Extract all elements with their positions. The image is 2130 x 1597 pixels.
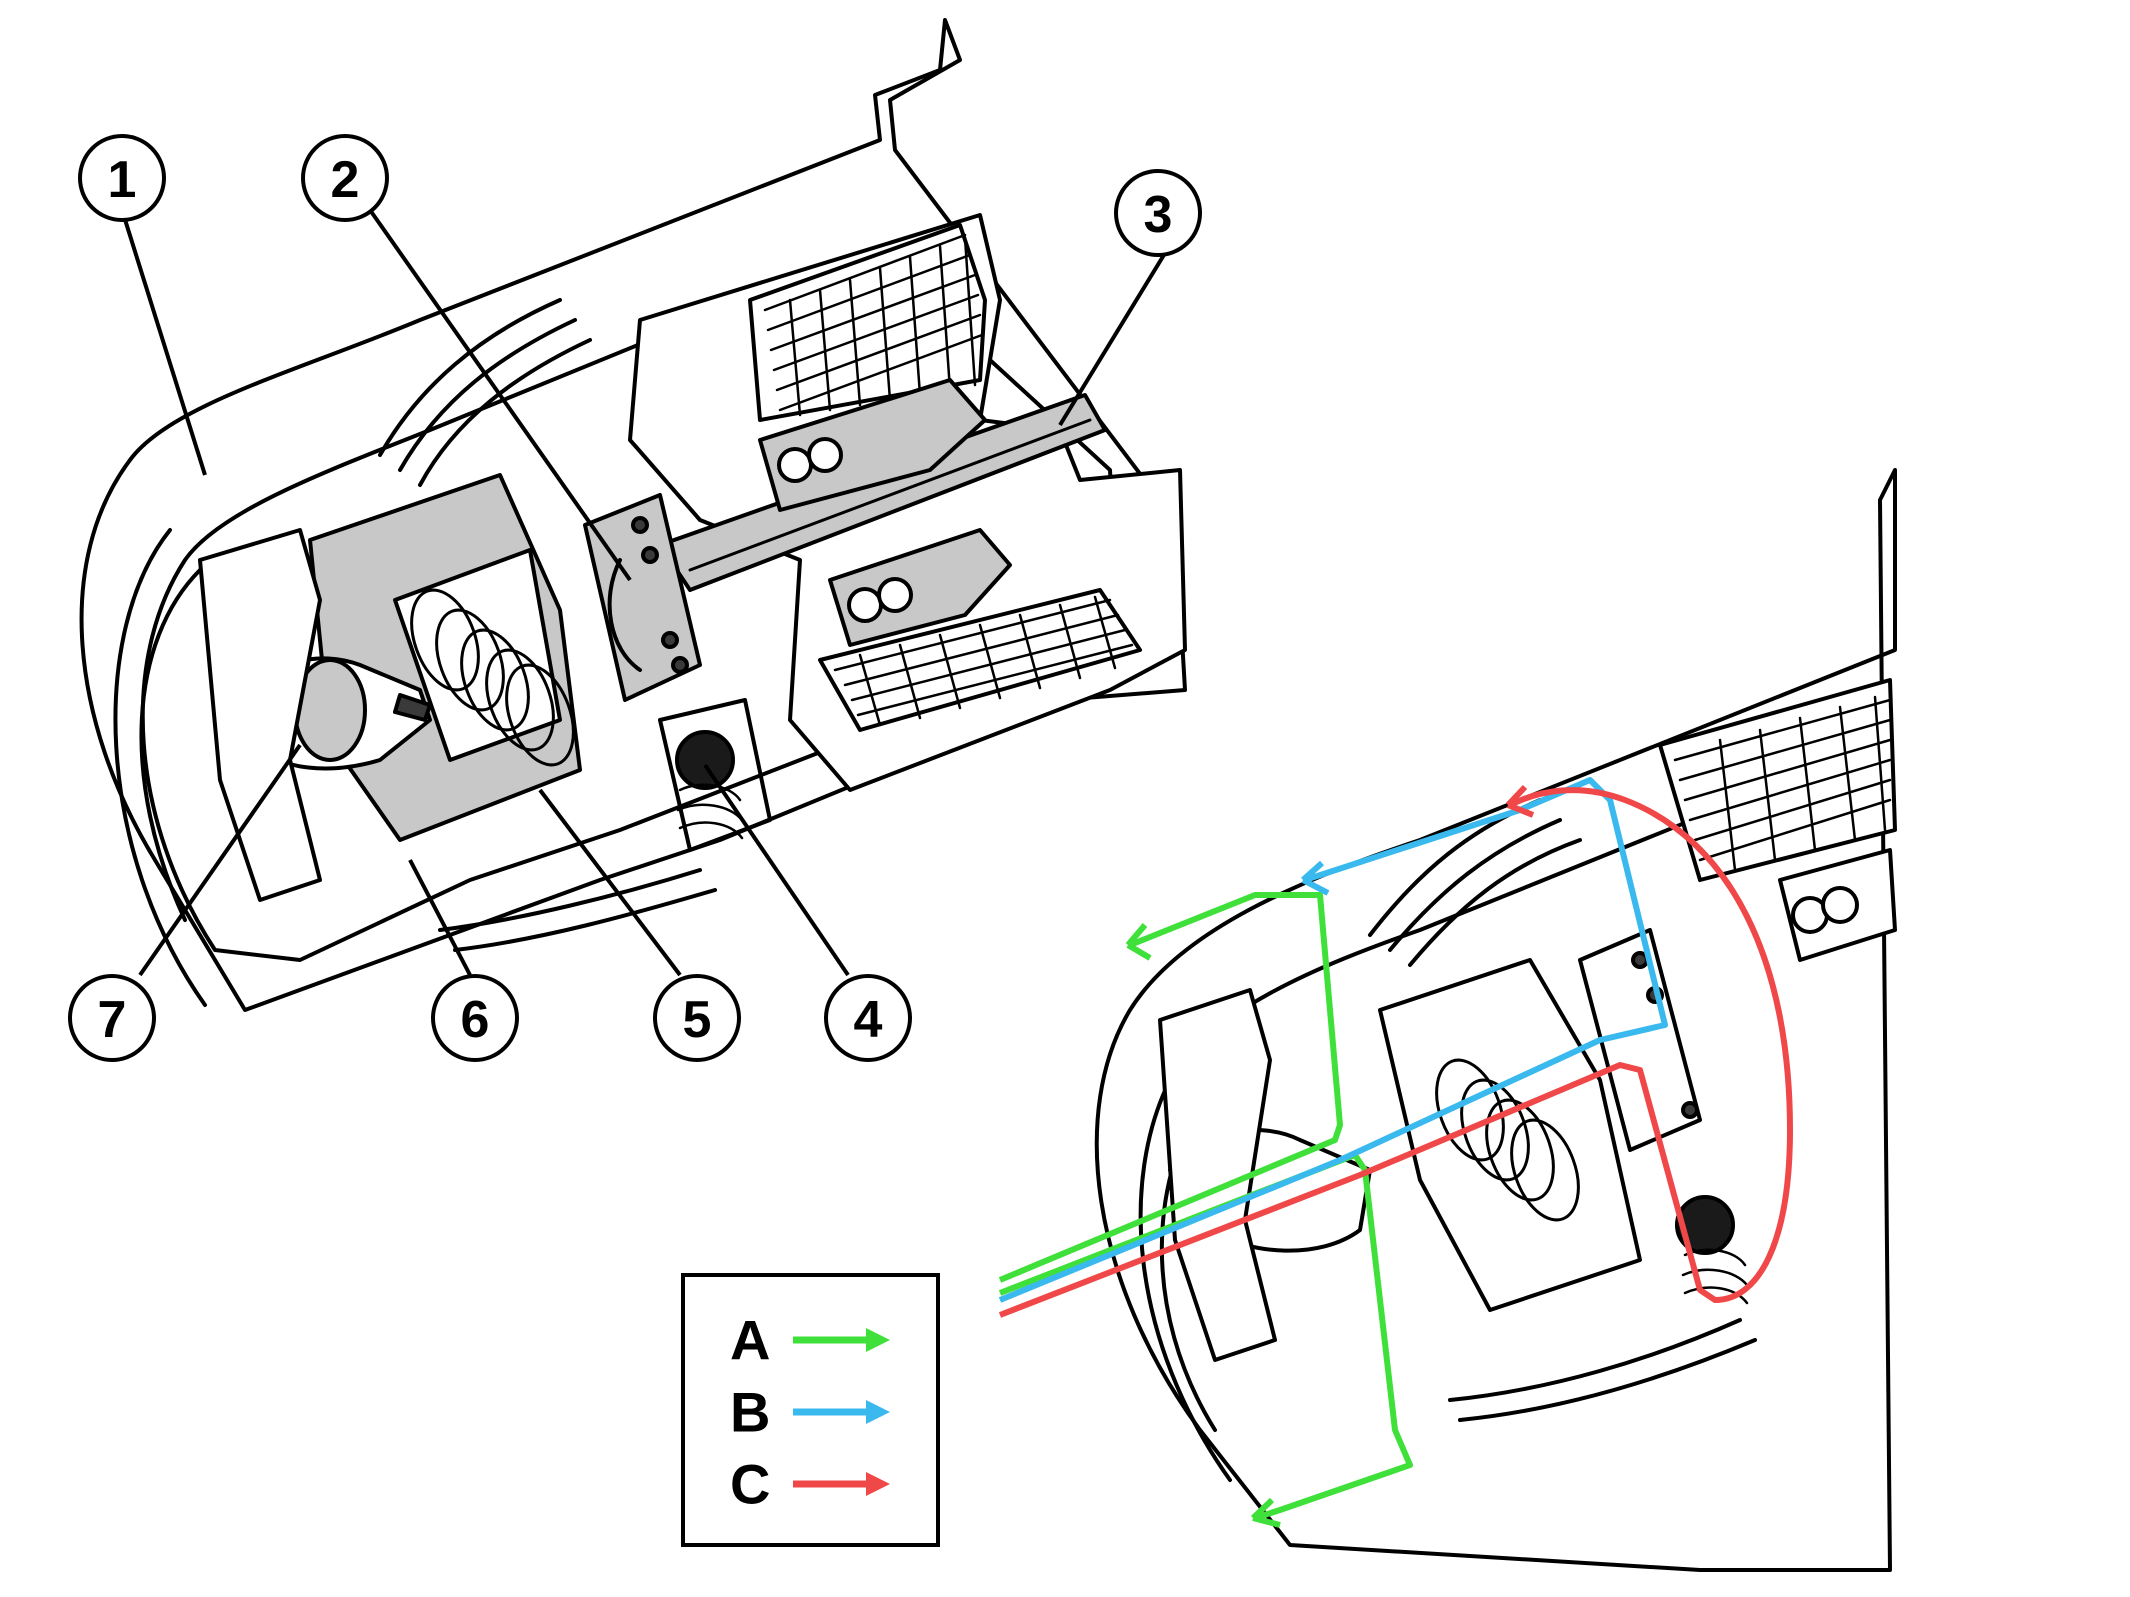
flow-disc	[1578, 928, 1702, 1152]
legend-arrow-head	[866, 1472, 890, 1496]
flow-spring	[1435, 1058, 1580, 1222]
callout-4: 4	[824, 974, 912, 1062]
callout-2: 2	[301, 134, 389, 222]
callout-circle	[68, 974, 156, 1062]
legend: ABC	[681, 1273, 940, 1547]
legend-item-c: C	[730, 1453, 890, 1516]
spring-main	[410, 588, 575, 767]
callout-circle	[301, 134, 389, 222]
housing-inner-wall	[140, 248, 1122, 962]
legend-item-b: B	[730, 1381, 890, 1444]
check-ball	[675, 730, 735, 790]
callout-number: 7	[98, 991, 127, 1049]
housing-rim-inner	[139, 568, 202, 922]
callout-5: 5	[653, 974, 741, 1062]
callout-circle	[78, 134, 166, 222]
callout-circle	[431, 974, 519, 1062]
callout-circle	[1114, 169, 1202, 257]
callout-number: 5	[683, 991, 712, 1049]
flow-end-cap	[1158, 988, 1277, 1362]
callout-number: 2	[331, 151, 360, 209]
callout-labels: 1 2 3 4 5 6 7	[68, 134, 1202, 1062]
flow-path-c	[998, 784, 1793, 1318]
thread-lower	[438, 868, 717, 952]
legend-arrow-head	[866, 1400, 890, 1424]
flow-valve-body	[1378, 958, 1642, 1312]
flow-path-b	[998, 777, 1668, 1303]
legend-key: C	[730, 1453, 770, 1516]
callout-leaders	[120, 208, 1172, 977]
thread-upper	[378, 298, 592, 487]
callout-circle	[653, 974, 741, 1062]
pole-piece-upper	[758, 378, 987, 512]
callout-7: 7	[68, 974, 156, 1062]
flow-check-ball	[1675, 1195, 1735, 1255]
end-cap	[198, 528, 322, 902]
callout-3: 3	[1114, 169, 1202, 257]
callout-6: 6	[431, 974, 519, 1062]
legend-arrow-head	[866, 1328, 890, 1352]
flow-threads-lower	[1448, 1318, 1757, 1422]
cutaway-view-flow	[1094, 468, 1897, 1572]
legend-item-a: A	[730, 1309, 890, 1372]
callout-number: 3	[1144, 186, 1173, 244]
legend-key: A	[730, 1309, 770, 1372]
callout-circle	[824, 974, 912, 1062]
coil-winding-upper	[748, 223, 987, 422]
coil-winding-lower	[818, 588, 1142, 732]
callout-number: 4	[854, 991, 883, 1049]
callout-number: 6	[461, 991, 490, 1049]
callout-1: 1	[78, 134, 166, 222]
legend-key: B	[730, 1381, 770, 1444]
cutaway-view-main	[79, 18, 1187, 1012]
callout-number: 1	[108, 151, 137, 209]
